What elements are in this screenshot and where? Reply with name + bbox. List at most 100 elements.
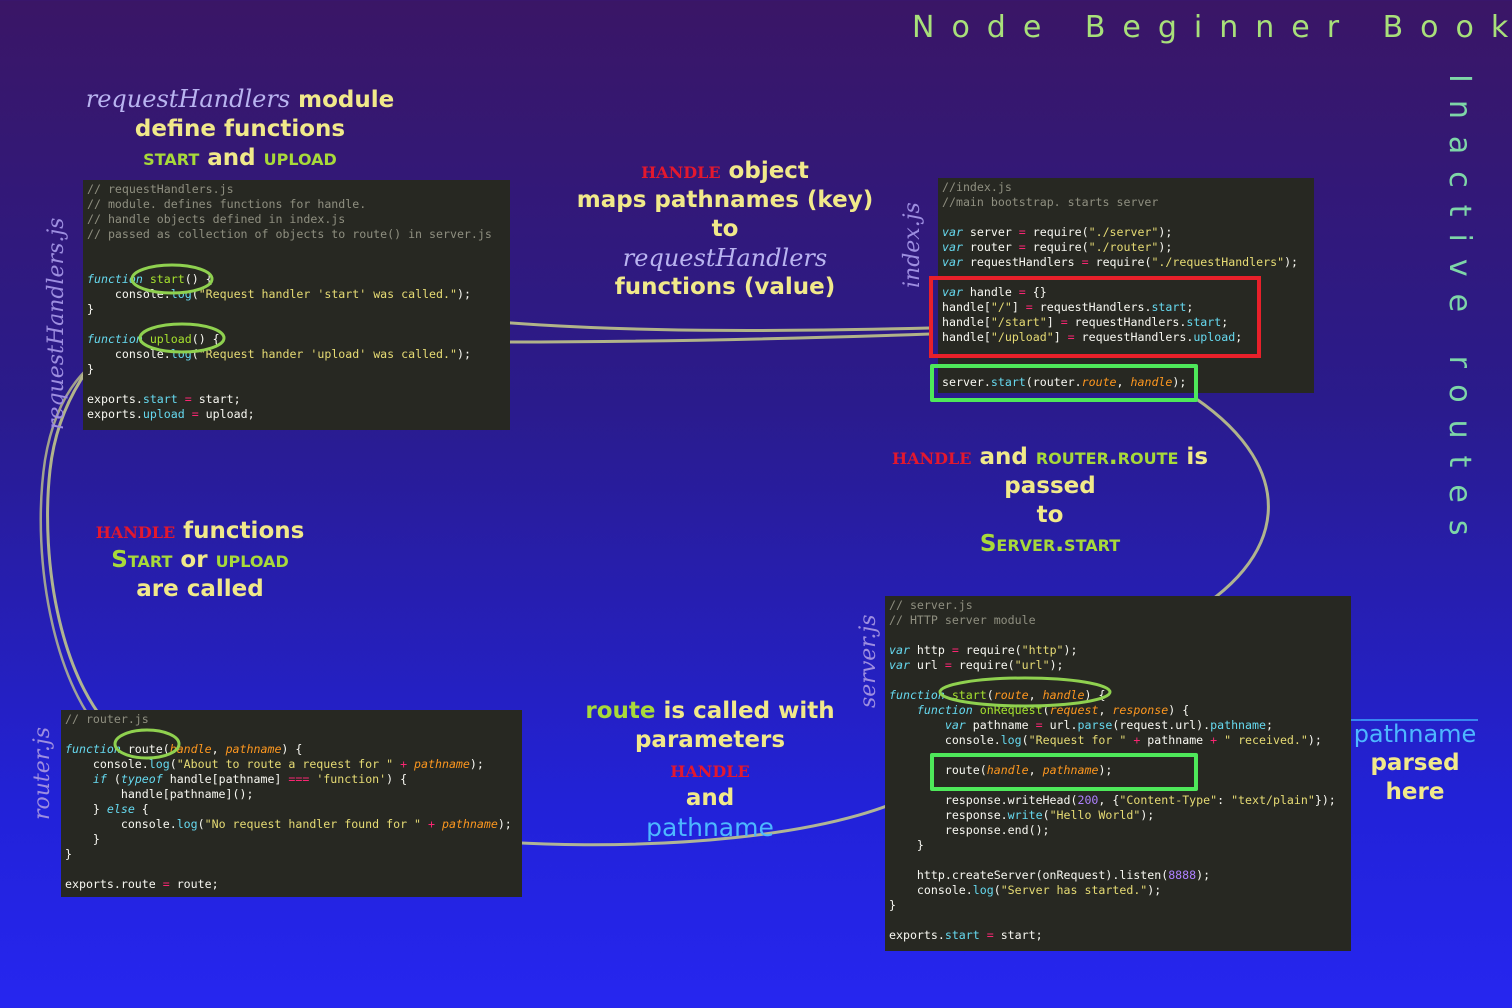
route-fn-ellipse xyxy=(113,728,181,760)
code-line: response.writeHead(200, {"Content-Type":… xyxy=(889,793,1336,807)
note-passed-router-route: router.route xyxy=(1035,444,1179,470)
start-fn-ellipse xyxy=(130,263,214,295)
note-handle-object: handle object maps pathnames (key) to re… xyxy=(560,156,890,302)
code-line: //index.js xyxy=(942,180,1012,194)
code-line: //main bootstrap. starts server xyxy=(942,195,1159,209)
code-line: response.end(); xyxy=(889,823,1050,837)
code-line: // handle objects defined in index.js xyxy=(87,212,346,226)
note-rh-and: and xyxy=(199,145,264,171)
note-called-handle: handle xyxy=(95,517,176,544)
code-line: } xyxy=(65,847,72,861)
code-line: console.log("About to route a request fo… xyxy=(65,757,484,771)
note-route-parameters: parameters xyxy=(634,727,786,753)
note-request-handlers-module: requestHandlers module define functions … xyxy=(60,85,420,173)
note-rh-define: define functions xyxy=(134,116,346,142)
code-line: // passed as collection of objects to ro… xyxy=(87,227,492,241)
code-line: console.log("Request for " + pathname + … xyxy=(889,733,1322,747)
code-line: exports.route = route; xyxy=(65,877,219,891)
server-start-call-highlight xyxy=(930,364,1198,402)
note-called-or: or xyxy=(172,547,216,573)
note-route-called: route is called with parameters handle a… xyxy=(545,697,875,842)
server-start-fn-ellipse xyxy=(938,676,1112,708)
note-route-and: and xyxy=(685,785,735,811)
upload-fn-ellipse xyxy=(138,322,226,354)
note-handle-functions: functions (value) xyxy=(614,274,836,300)
note-route-pathname: pathname xyxy=(646,813,774,842)
code-line: exports.upload = upload; xyxy=(87,407,255,421)
code-line: } xyxy=(889,898,896,912)
note-passed-is: is xyxy=(1178,444,1209,470)
note-route-handle: handle xyxy=(670,756,750,783)
side-title: Inactive routes xyxy=(1442,74,1477,552)
handle-map-highlight xyxy=(929,276,1261,358)
note-route-called-with: is called with xyxy=(655,698,835,724)
code-line: function start() { xyxy=(87,272,213,286)
note-handle-rh: requestHandlers xyxy=(622,244,828,272)
note-passed-handle: handle xyxy=(891,443,972,470)
code-line: var pathname = url.parse(request.url).pa… xyxy=(944,718,1273,732)
code-line: // module. defines functions for handle. xyxy=(87,197,367,211)
code-line: route(handle, pathname); xyxy=(889,763,1113,777)
note-handle-router-passed: handle and router.route is passed to Ser… xyxy=(840,442,1260,559)
note-handle-term: handle xyxy=(641,157,721,184)
code-line: } xyxy=(87,362,94,376)
code-line: exports.start = start; xyxy=(87,392,241,406)
route-call-highlight xyxy=(930,753,1198,791)
code-line: function upload() { xyxy=(87,332,220,346)
note-handle-functions-called: handle functions Start or upload are cal… xyxy=(40,516,360,604)
note-parsed-here: here xyxy=(1385,779,1445,805)
note-pathname-parsed: pathname parsed here xyxy=(1340,720,1490,807)
code-line: response.write("Hello World"); xyxy=(889,808,1155,822)
code-line: server.start(router.route, handle); xyxy=(942,375,1187,389)
code-line: // server.js xyxy=(889,598,973,612)
code-line: handle["/start"] = requestHandlers.start… xyxy=(942,315,1229,329)
code-line: handle["/upload"] = requestHandlers.uplo… xyxy=(942,330,1243,344)
note-passed-and: and xyxy=(971,444,1036,470)
code-line: } xyxy=(65,832,100,846)
side-title-text: Inactive routes xyxy=(1442,74,1477,553)
note-called-start: Start xyxy=(111,547,173,573)
code-line: } xyxy=(889,838,924,852)
code-line: var requestHandlers = require("./request… xyxy=(942,255,1299,269)
note-called-upload: upload xyxy=(215,547,289,573)
code-line: handle[pathname](); xyxy=(65,787,254,801)
code-line: exports.start = start; xyxy=(889,928,1043,942)
code-line: handle["/"] = requestHandlers.start; xyxy=(942,300,1194,314)
code-line: var server = require("./server"); xyxy=(942,225,1173,239)
note-rh-term: requestHandlers xyxy=(85,85,291,113)
note-route-term: route xyxy=(585,698,656,724)
code-router: // router.js function route(handle, path… xyxy=(61,710,522,897)
note-handle-object-word: object xyxy=(720,158,809,184)
note-passed-server-start: Server.start xyxy=(979,531,1121,557)
note-handle-to: to xyxy=(711,216,739,242)
code-line: var url = require("url"); xyxy=(889,658,1064,672)
note-called-are-called: are called xyxy=(136,576,264,602)
note-rh-upload: upload xyxy=(263,145,337,171)
code-server: // server.js// HTTP server module var ht… xyxy=(885,596,1351,951)
code-line: console.log("Server has started."); xyxy=(889,883,1162,897)
code-line: // HTTP server module xyxy=(889,613,1036,627)
note-passed-to: to xyxy=(1036,502,1064,528)
code-line: // router.js xyxy=(65,712,149,726)
code-line: if (typeof handle[pathname] === 'functio… xyxy=(92,772,408,786)
code-line: var http = require("http"); xyxy=(889,643,1078,657)
code-line: // requestHandlers.js xyxy=(87,182,234,196)
code-line: var router = require("./router"); xyxy=(942,240,1173,254)
code-line: function route(handle, pathname) { xyxy=(65,742,303,756)
note-called-functions: functions xyxy=(175,518,305,544)
code-line: } xyxy=(87,302,94,316)
note-parsed-parsed: parsed xyxy=(1370,750,1460,776)
note-rh-start: start xyxy=(143,145,200,171)
note-rh-module: module xyxy=(290,87,395,113)
code-line: http.createServer(onRequest).listen(8888… xyxy=(889,868,1211,882)
code-line: console.log("No request handler found fo… xyxy=(65,817,512,831)
note-handle-maps: maps pathnames (key) xyxy=(576,187,874,213)
code-line: var handle = {} xyxy=(942,285,1047,299)
code-line: } else { xyxy=(65,802,149,816)
note-passed-passed: passed xyxy=(1004,473,1096,499)
note-parsed-pathname: pathname xyxy=(1353,720,1477,748)
code-request-handlers: // requestHandlers.js// module. defines … xyxy=(83,180,510,430)
page-title: Node Beginner Book xyxy=(912,10,1512,45)
code-line: function start(route, handle) { xyxy=(889,688,1106,702)
